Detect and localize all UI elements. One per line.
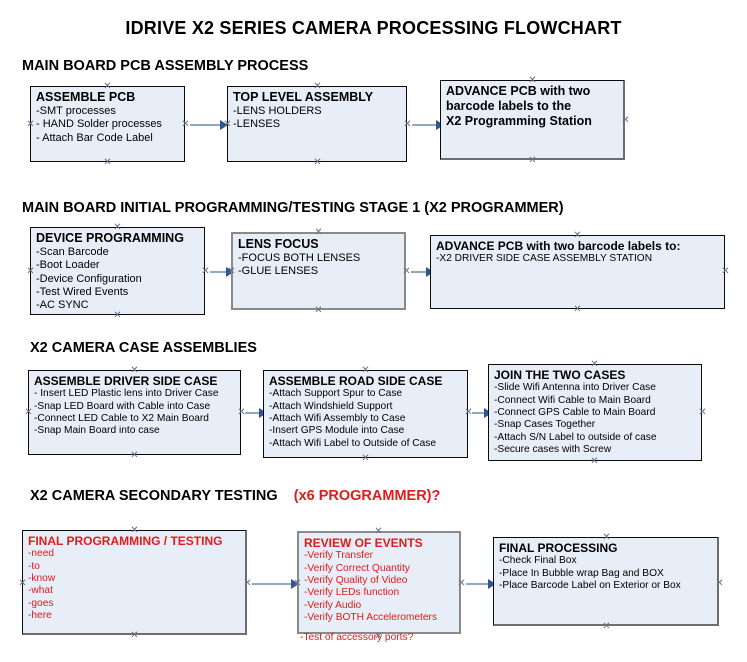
node-line: -to [28, 560, 40, 572]
node-line: -Scan Barcode [36, 245, 109, 258]
node-line: -Attach Wifi Assembly to Case [269, 413, 406, 425]
node-title: ASSEMBLE PCB [36, 90, 136, 104]
node-line: - Attach Bar Code Label [36, 131, 153, 144]
node-title: LENS FOCUS [238, 237, 319, 251]
section-heading-x2-camera-case-assemblies: X2 CAMERA CASE ASSEMBLIES [30, 340, 257, 356]
node-line: - Insert LED Plastic lens into Driver Ca… [34, 388, 219, 400]
section-heading-text: X2 CAMERA CASE ASSEMBLIES [30, 340, 257, 356]
node-line: -Verify Correct Quantity [304, 562, 410, 574]
node-title: REVIEW OF EVENTS [304, 536, 423, 550]
arrowhead-icon [488, 579, 496, 589]
node-advance-pcb-programming-station[interactable]: ADVANCE PCB with two barcode labels to t… [440, 80, 625, 160]
node-line: X2 Programming Station [446, 113, 592, 128]
node-title: ADVANCE PCB with two barcode labels to: [436, 239, 681, 253]
node-line: -what [28, 585, 53, 597]
connector-arrow[interactable] [411, 271, 428, 273]
node-line: -Connect LED Cable to X2 Main Board [34, 413, 209, 425]
node-lens-focus[interactable]: LENS FOCUS -FOCUS BOTH LENSES -GLUE LENS… [231, 232, 406, 310]
node-overflow-line: -Test of accessory ports? [300, 632, 414, 643]
node-line: -Check Final Box [499, 555, 577, 567]
node-line: -SMT processes [36, 104, 116, 117]
node-line: -Verify Transfer [304, 550, 374, 562]
node-line: -need [28, 548, 55, 560]
node-line: - HAND Solder processes [36, 118, 162, 131]
section-heading-main-board-pcb-assembly: MAIN BOARD PCB ASSEMBLY PROCESS [22, 58, 308, 74]
section-heading-main-board-initial-programming: MAIN BOARD INITIAL PROGRAMMING/TESTING S… [22, 200, 564, 216]
arrowhead-icon [220, 120, 228, 130]
node-line: -Device Configuration [36, 272, 142, 285]
node-line: -Attach S/N Label to outside of case [494, 431, 657, 443]
connector-arrow[interactable] [252, 583, 293, 585]
node-line: -Connect GPS Cable to Main Board [494, 407, 656, 419]
arrowhead-icon [291, 579, 299, 589]
node-line: -LENSES [233, 118, 281, 131]
node-line: -Connect Wifi Cable to Main Board [494, 394, 651, 406]
node-line: -here [28, 610, 52, 622]
connector-arrow[interactable] [210, 271, 228, 273]
node-title: ASSEMBLE ROAD SIDE CASE [269, 374, 443, 388]
section-heading-x2-camera-secondary-testing: X2 CAMERA SECONDARY TESTING (x6 PROGRAMM… [30, 488, 440, 504]
node-join-the-two-cases[interactable]: JOIN THE TWO CASES -Slide Wifi Antenna i… [488, 364, 702, 461]
node-assemble-road-side-case[interactable]: ASSEMBLE ROAD SIDE CASE -Attach Support … [263, 370, 468, 458]
node-line: -Attach Windshield Support [269, 400, 393, 412]
connector-arrow[interactable] [190, 124, 222, 126]
node-line: -GLUE LENSES [238, 265, 319, 278]
arrowhead-icon [226, 267, 234, 277]
connector-arrow[interactable] [472, 412, 486, 414]
node-title: FINAL PROCESSING [499, 541, 618, 555]
node-line: -Place Barcode Label on Exterior or Box [499, 580, 681, 592]
node-final-processing[interactable]: FINAL PROCESSING -Check Final Box -Place… [493, 537, 719, 626]
node-advance-pcb-driver-side-case[interactable]: ADVANCE PCB with two barcode labels to: … [430, 235, 725, 309]
page-title: IDRIVE X2 SERIES CAMERA PROCESSING FLOWC… [125, 18, 622, 38]
node-title: FINAL PROGRAMMING / TESTING [28, 534, 223, 548]
node-line: -Insert GPS Module into Case [269, 425, 405, 437]
node-final-programming-testing[interactable]: FINAL PROGRAMMING / TESTING -need -to -k… [22, 530, 247, 635]
node-line: -Verify LEDs function [304, 587, 400, 599]
section-heading-accent: (x6 PROGRAMMER)? [293, 488, 441, 504]
node-line: -FOCUS BOTH LENSES [238, 251, 361, 264]
node-line: -know [28, 573, 56, 585]
node-assemble-pcb[interactable]: ASSEMBLE PCB -SMT processes - HAND Solde… [30, 86, 185, 162]
node-line: -Attach Wifi Label to Outside of Case [269, 437, 437, 449]
node-assemble-driver-side-case[interactable]: ASSEMBLE DRIVER SIDE CASE - Insert LED P… [28, 370, 241, 455]
node-line: -Boot Loader [36, 259, 100, 272]
node-line: -Verify Audio [304, 599, 362, 611]
node-line: barcode labels to the [446, 98, 572, 113]
node-line: -Place In Bubble wrap Bag and BOX [499, 567, 664, 579]
connector-arrow[interactable] [245, 412, 261, 414]
node-line: -Snap Cases Together [494, 419, 596, 431]
node-line: -Snap LED Board with Cable into Case [34, 400, 211, 412]
node-review-of-events[interactable]: REVIEW OF EVENTS -Verify Transfer -Verif… [297, 531, 461, 634]
node-line: -Slide Wifi Antenna into Driver Case [494, 382, 656, 394]
node-line: -X2 DRIVER SIDE CASE ASSEMBLY STATION [436, 253, 653, 265]
section-heading-text: MAIN BOARD PCB ASSEMBLY PROCESS [22, 58, 309, 74]
node-title: ADVANCE PCB with two [446, 84, 591, 98]
node-line: -goes [28, 597, 54, 609]
node-title: ASSEMBLE DRIVER SIDE CASE [34, 374, 218, 388]
connector-arrow[interactable] [466, 583, 490, 585]
node-title: TOP LEVEL ASSEMBLY [233, 90, 374, 104]
node-line: -Verify Quality of Video [304, 575, 408, 587]
node-line: -Attach Support Spur to Case [269, 388, 403, 400]
node-title: JOIN THE TWO CASES [494, 368, 626, 382]
node-line: -Test Wired Events [36, 285, 129, 298]
node-line: -Secure cases with Screw [494, 444, 612, 456]
node-device-programming[interactable]: DEVICE PROGRAMMING -Scan Barcode -Boot L… [30, 227, 205, 315]
section-heading-text: X2 CAMERA SECONDARY TESTING [30, 488, 278, 504]
node-line: -Snap Main Board into case [34, 425, 160, 437]
node-top-level-assembly[interactable]: TOP LEVEL ASSEMBLY -LENS HOLDERS -LENSES [227, 86, 407, 162]
connector-arrow[interactable] [412, 124, 438, 126]
node-title: DEVICE PROGRAMMING [36, 231, 184, 245]
node-line: -AC SYNC [36, 299, 89, 312]
node-line: -Verify BOTH Accelerometers [304, 612, 438, 624]
node-line: -LENS HOLDERS [233, 104, 322, 117]
section-heading-text: MAIN BOARD INITIAL PROGRAMMING/TESTING S… [22, 200, 564, 216]
